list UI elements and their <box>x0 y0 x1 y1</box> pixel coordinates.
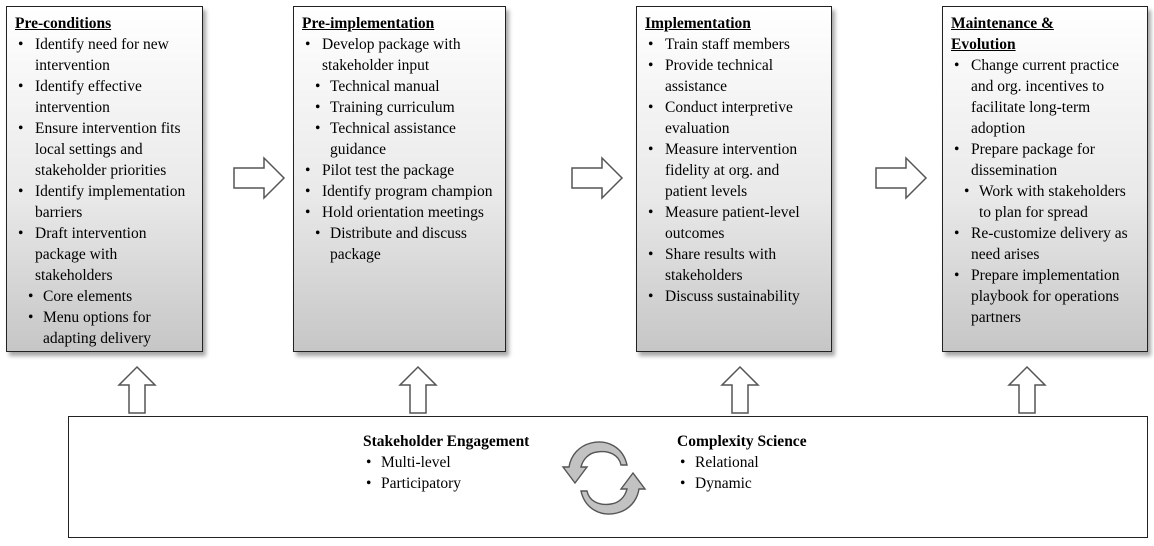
complexity-science-section: Complexity Science Relational Dynamic <box>677 431 807 494</box>
stage-box-pre-implementation: Pre-implementation Develop package with … <box>293 6 506 352</box>
stage-item-list: Train staff membersProvide technical ass… <box>645 34 823 307</box>
section-title: Complexity Science <box>677 433 807 450</box>
list-item-text: Identify need for new intervention <box>35 36 169 74</box>
cycle-arrows-icon <box>561 441 647 515</box>
stage-title: Implementation <box>645 15 751 32</box>
list-item-text: Identify implementation barriers <box>35 183 186 221</box>
list-item-text: Conduct interpretive evaluation <box>665 99 793 137</box>
sub-list-item: Core elements <box>15 286 194 307</box>
up-arrow-icon <box>398 365 438 414</box>
section-item-list: Relational Dynamic <box>677 452 807 494</box>
list-item: Hold orientation meetings <box>302 202 497 223</box>
stage-title: Pre-conditions <box>15 15 112 32</box>
list-item: Draft intervention package with stakehol… <box>15 223 194 286</box>
list-item: Discuss sustainability <box>645 286 823 307</box>
list-item: Measure patient-level outcomes <box>645 202 823 244</box>
list-item-text: Prepare package for dissemination <box>971 141 1095 179</box>
sub-item-list: Core elementsMenu options for adapting d… <box>15 286 194 349</box>
list-item: Train staff members <box>645 34 823 55</box>
up-arrow-icon <box>117 365 157 414</box>
stage-item-list: Change current practice and org. incenti… <box>951 55 1139 328</box>
up-arrow-icon <box>720 365 760 414</box>
stakeholder-engagement-section: Stakeholder Engagement Multi-level Parti… <box>363 431 529 494</box>
stage-title: Pre-implementation <box>302 15 435 32</box>
section-title: Stakeholder Engagement <box>363 433 530 450</box>
sub-item-list: Work with stakeholders to plan for sprea… <box>951 181 1139 223</box>
list-item: Identify need for new intervention <box>15 34 194 76</box>
list-item: Measure intervention fidelity at org. an… <box>645 139 823 202</box>
list-item: Change current practice and org. incenti… <box>951 55 1139 139</box>
list-item: Prepare implementation playbook for oper… <box>951 265 1139 328</box>
list-item: Prepare package for dissemination <box>951 139 1139 181</box>
list-item-text: Pilot test the package <box>322 162 455 179</box>
sub-list-item: Technical manual <box>302 76 497 97</box>
stage-item-list: Develop package with stakeholder inputTe… <box>302 34 497 265</box>
right-arrow-icon <box>875 156 928 200</box>
list-item-text: Measure patient-level outcomes <box>665 204 800 242</box>
list-item-text: Develop package with stakeholder input <box>322 36 461 74</box>
sub-item-list: Technical manualTraining curriculumTechn… <box>302 76 497 160</box>
list-item: Relational <box>677 452 807 473</box>
right-arrow-icon <box>233 156 286 200</box>
sub-item-list: Distribute and discuss package <box>302 223 497 265</box>
sub-list-item: Technical assistance guidance <box>302 118 497 160</box>
list-item-text: Discuss sustainability <box>665 288 800 305</box>
list-item-text: Share results with stakeholders <box>665 246 777 284</box>
list-item: Provide technical assistance <box>645 55 823 97</box>
list-item: Identify effective intervention <box>15 76 194 118</box>
stage-item-list: Identify need for new interventionIdenti… <box>15 34 194 349</box>
list-item: Identify program champion <box>302 181 497 202</box>
list-item-text: Hold orientation meetings <box>322 204 484 221</box>
list-item-text: Change current practice and org. incenti… <box>971 57 1120 137</box>
stage-title: Maintenance & Evolution <box>951 15 1054 53</box>
sub-list-item: Menu options for adapting delivery <box>15 307 194 349</box>
list-item: Participatory <box>363 473 529 494</box>
section-item-list: Multi-level Participatory <box>363 452 529 494</box>
list-item-text: Measure intervention fidelity at org. an… <box>665 141 798 200</box>
list-item-text: Ensure intervention fits local settings … <box>35 120 181 179</box>
stage-box-implementation: Implementation Train staff membersProvid… <box>636 6 832 352</box>
list-item-text: Re-customize delivery as need arises <box>971 225 1128 263</box>
list-item: Dynamic <box>677 473 807 494</box>
list-item: Multi-level <box>363 452 529 473</box>
list-item-text: Identify program champion <box>322 183 493 200</box>
list-item: Conduct interpretive evaluation <box>645 97 823 139</box>
stage-box-pre-conditions: Pre-conditions Identify need for new int… <box>6 6 203 352</box>
list-item: Re-customize delivery as need arises <box>951 223 1139 265</box>
list-item-text: Identify effective intervention <box>35 78 142 116</box>
foundation-box: Stakeholder Engagement Multi-level Parti… <box>68 416 1148 538</box>
list-item: Identify implementation barriers <box>15 181 194 223</box>
list-item-text: Train staff members <box>665 36 790 53</box>
sub-list-item: Work with stakeholders to plan for sprea… <box>951 181 1139 223</box>
list-item-text: Draft intervention package with stakehol… <box>35 225 147 284</box>
list-item-text: Prepare implementation playbook for oper… <box>971 267 1120 326</box>
list-item: Share results with stakeholders <box>645 244 823 286</box>
list-item: Pilot test the package <box>302 160 497 181</box>
stage-box-maintenance-evolution: Maintenance & Evolution Change current p… <box>942 6 1148 352</box>
sub-list-item: Distribute and discuss package <box>302 223 497 265</box>
list-item-text: Provide technical assistance <box>665 57 774 95</box>
list-item: Ensure intervention fits local settings … <box>15 118 194 181</box>
up-arrow-icon <box>1007 365 1047 414</box>
sub-list-item: Training curriculum <box>302 97 497 118</box>
list-item: Develop package with stakeholder input <box>302 34 497 76</box>
right-arrow-icon <box>571 156 624 200</box>
